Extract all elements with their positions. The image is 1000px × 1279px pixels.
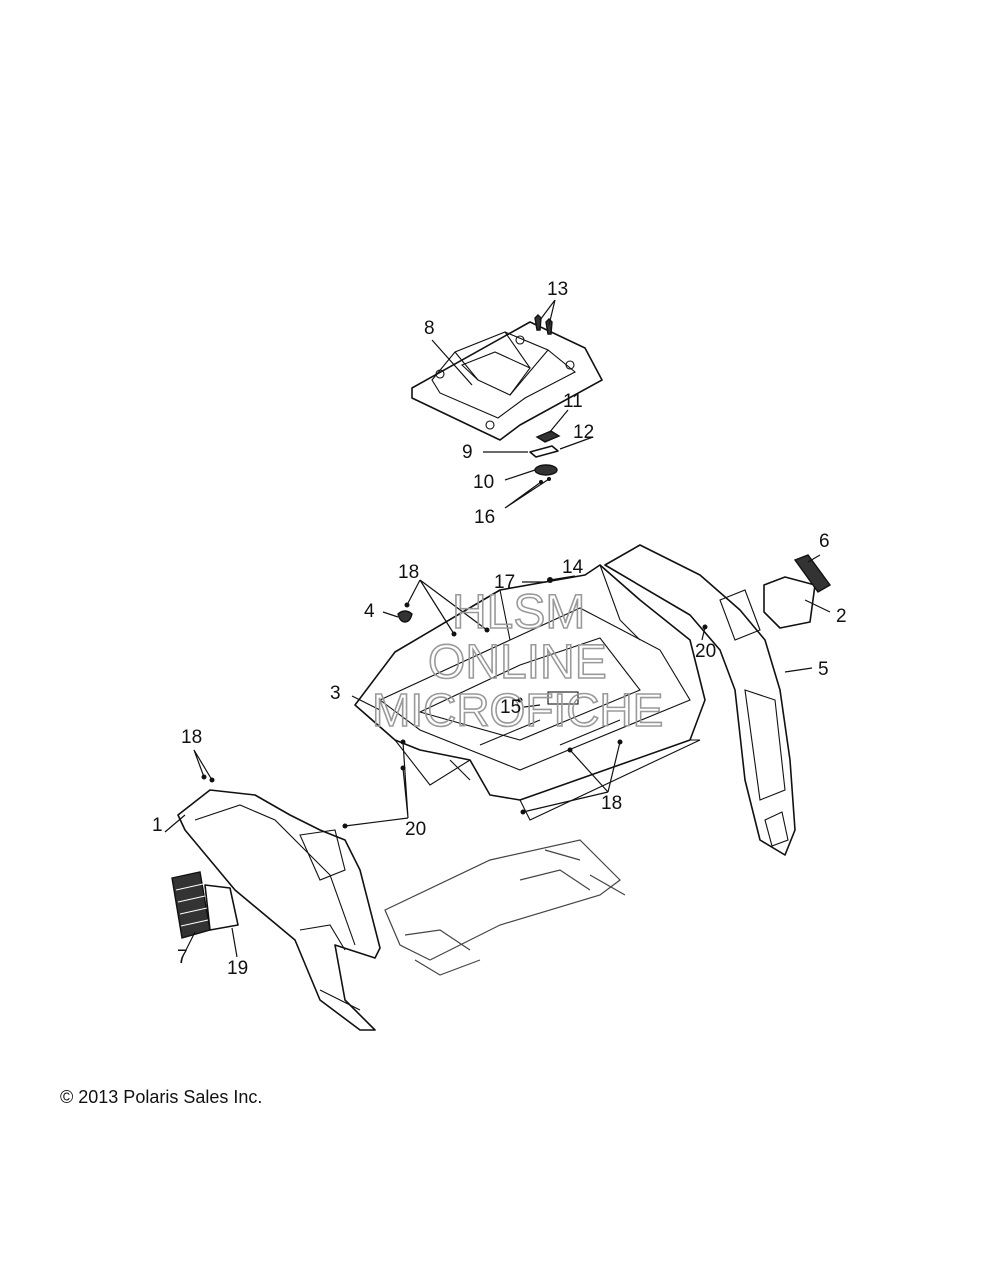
watermark-line-3: MICROFICHE (372, 684, 663, 736)
callout-15: 15 (500, 697, 521, 718)
part-1-left-side-panel (177, 789, 381, 1031)
part-10-grommet (534, 464, 558, 476)
part-3-cargo-box (354, 564, 706, 821)
callout-17: 17 (494, 572, 515, 593)
part-9-plate (529, 445, 559, 458)
callout-4: 4 (364, 601, 375, 622)
callout-7: 7 (177, 947, 188, 968)
callout-20-left: 20 (405, 819, 426, 840)
watermark-line-2: ONLINE (428, 636, 607, 689)
callout-19: 19 (227, 958, 248, 979)
part-11-latch (535, 430, 561, 443)
callout-11: 11 (563, 391, 583, 412)
callout-8: 8 (424, 318, 435, 339)
callout-18-left: 18 (181, 727, 202, 748)
callout-13: 13 (547, 279, 568, 300)
callout-1: 1 (152, 815, 163, 836)
callout-9: 9 (462, 442, 473, 463)
callout-10: 10 (473, 472, 494, 493)
part-7-grille (171, 871, 211, 939)
rear-frame (384, 839, 626, 976)
callout-20-right: 20 (695, 641, 716, 662)
callout-5: 5 (818, 659, 829, 680)
copyright-notice: © 2013 Polaris Sales Inc. (60, 1087, 263, 1107)
part-6-reflector (793, 554, 832, 593)
watermark-line-1: HLSM (452, 586, 585, 639)
callout-16: 16 (474, 507, 495, 528)
callouts: 13 8 11 12 9 10 16 14 17 18 4 3 15 20 6 … (152, 279, 847, 979)
callout-6: 6 (819, 531, 830, 552)
callout-2: 2 (836, 606, 847, 627)
callout-14: 14 (562, 557, 584, 578)
part-13-screws (534, 314, 553, 335)
callout-18-top: 18 (398, 562, 419, 583)
part-4-clip (397, 610, 413, 623)
callout-3: 3 (330, 683, 341, 704)
watermark: HLSM ONLINE MICROFICHE (371, 585, 664, 737)
callout-12: 12 (573, 422, 594, 443)
part-2-pad (763, 576, 816, 629)
leader-lines (164, 299, 831, 958)
callout-18-bottom: 18 (601, 793, 622, 814)
part-16-rivets (539, 477, 551, 484)
part-5-right-side-panel (604, 544, 796, 856)
part-19-decal (204, 884, 239, 931)
